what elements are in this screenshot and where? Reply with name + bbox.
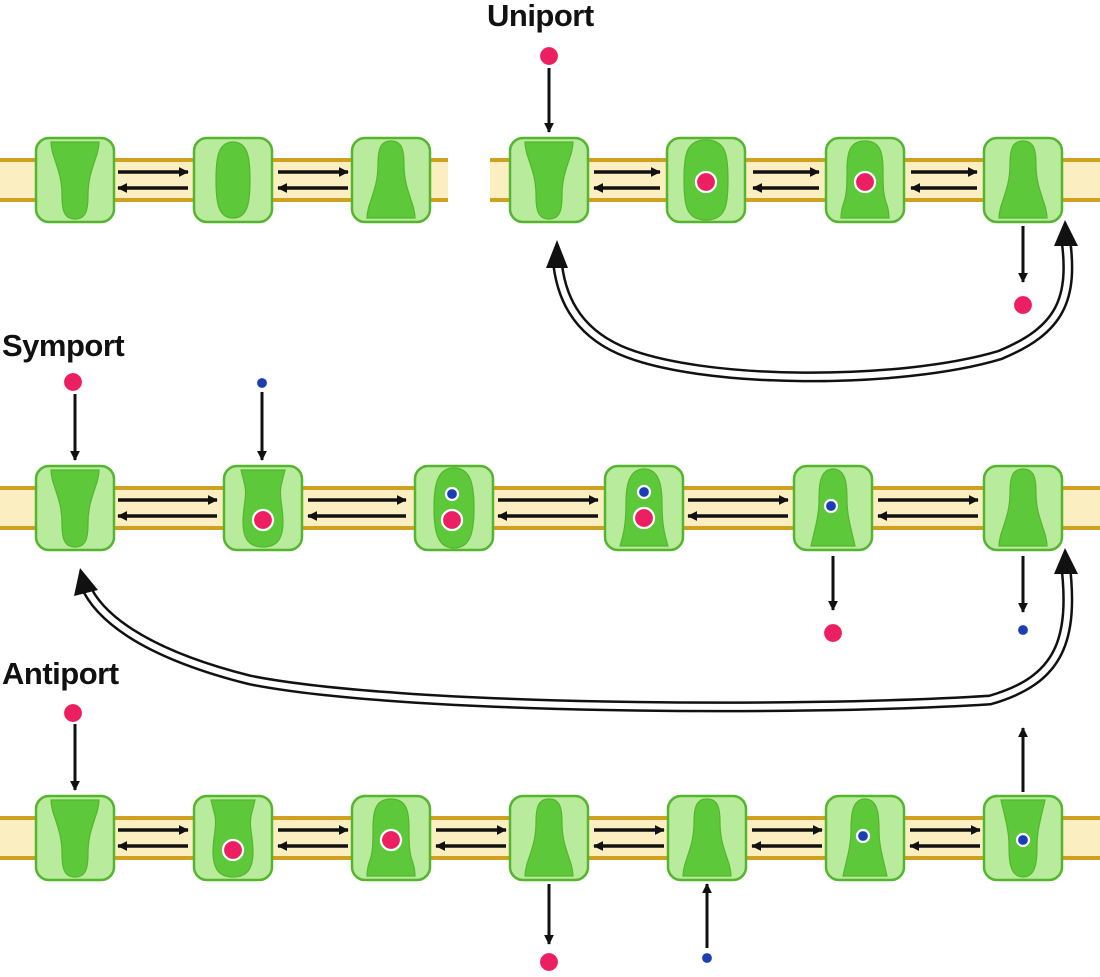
transporter-protein-icon (982, 136, 1064, 224)
red-solute-icon (853, 170, 877, 194)
solutes-layer (61, 44, 1035, 974)
uniport-return-arrow-core (554, 233, 1071, 380)
equilibrium-arrows-icon (117, 825, 189, 851)
transporter-channel (50, 799, 100, 878)
equilibrium-arrows-icon (277, 167, 349, 193)
transporter-channel (240, 469, 286, 548)
transporter-channel (998, 468, 1048, 547)
red-solute-icon (251, 508, 275, 532)
transporter-channel (433, 467, 475, 549)
symport-return-head (74, 568, 98, 596)
transporters-layer (34, 136, 1064, 882)
blue-solute-icon (1015, 832, 1031, 848)
equilibrium-arrows-icon (435, 825, 507, 851)
transporter-protein-icon (350, 136, 432, 224)
red-solute-icon (61, 370, 85, 394)
equilibrium-arrows-icon (497, 495, 599, 521)
return-cycle-arrow-icon (551, 233, 1074, 383)
transporter-channel (215, 141, 251, 219)
red-solute-icon (379, 828, 403, 852)
symport-return-arrow-core (82, 559, 1071, 710)
transporter-protein-icon (413, 464, 495, 552)
transporter-protein-icon (34, 464, 116, 552)
red-solute-icon (1011, 293, 1035, 317)
transporter-protein-icon (222, 464, 304, 552)
red-solute-icon (632, 506, 656, 530)
arrows-layer (70, 68, 1078, 948)
transporter-channel (366, 140, 416, 219)
equilibrium-arrows-icon (117, 495, 218, 521)
transporter-channel (50, 141, 100, 220)
transporter-protein-icon (982, 464, 1064, 552)
red-solute-icon (221, 838, 245, 862)
transporter-channel (682, 798, 732, 877)
red-solute-icon (440, 508, 464, 532)
transporter-channel (524, 141, 574, 220)
symport-return-arrow-outline (79, 559, 1074, 713)
antiport-label: Antiport (2, 656, 119, 691)
equilibrium-arrows-icon (910, 167, 978, 193)
transporter-protein-icon (34, 794, 116, 882)
blue-solute-icon (823, 498, 839, 514)
equilibrium-arrows-icon (307, 495, 407, 521)
equilibrium-arrows-icon (593, 167, 661, 193)
transporter-protein-icon (192, 136, 274, 224)
equilibrium-arrows-icon (752, 167, 820, 193)
membrane-band (0, 488, 1100, 528)
return-cycle-arrow-icon (79, 559, 1074, 713)
transporter-protein-icon (508, 136, 590, 224)
blue-solute-icon (699, 950, 715, 966)
uniport-cycle-head (1054, 220, 1078, 246)
equilibrium-arrows-icon (877, 495, 979, 521)
red-solute-icon (694, 170, 718, 194)
transporter-channel (50, 469, 100, 548)
blue-solute-icon (855, 828, 871, 844)
symport-label: Symport (2, 328, 125, 363)
equilibrium-arrows-icon (593, 825, 665, 851)
uniport-label: Uniport (487, 0, 594, 33)
red-solute-icon (821, 621, 845, 645)
blue-solute-icon (254, 375, 270, 391)
transporter-channel (998, 140, 1048, 219)
red-solute-icon (61, 701, 85, 725)
transporter-protein-icon (666, 794, 748, 882)
symport-cycle-head (1054, 548, 1078, 574)
equilibrium-arrows-icon (909, 825, 981, 851)
equilibrium-arrows-icon (687, 495, 789, 521)
blue-solute-icon (1015, 622, 1031, 638)
transporter-protein-icon (34, 136, 116, 224)
transporter-protein-icon (508, 794, 590, 882)
transporter-channel (524, 798, 574, 877)
red-solute-icon (537, 44, 561, 68)
blue-solute-icon (444, 486, 460, 502)
transporter-protein-icon (192, 794, 274, 882)
equilibrium-arrows-icon (117, 167, 189, 193)
red-solute-icon (537, 950, 561, 974)
uniport-return-head (546, 240, 568, 268)
equilibrium-arrows-icon (751, 825, 823, 851)
transporter-channel (210, 799, 256, 878)
blue-solute-icon (636, 484, 652, 500)
equilibrium-arrows-icon (277, 825, 349, 851)
